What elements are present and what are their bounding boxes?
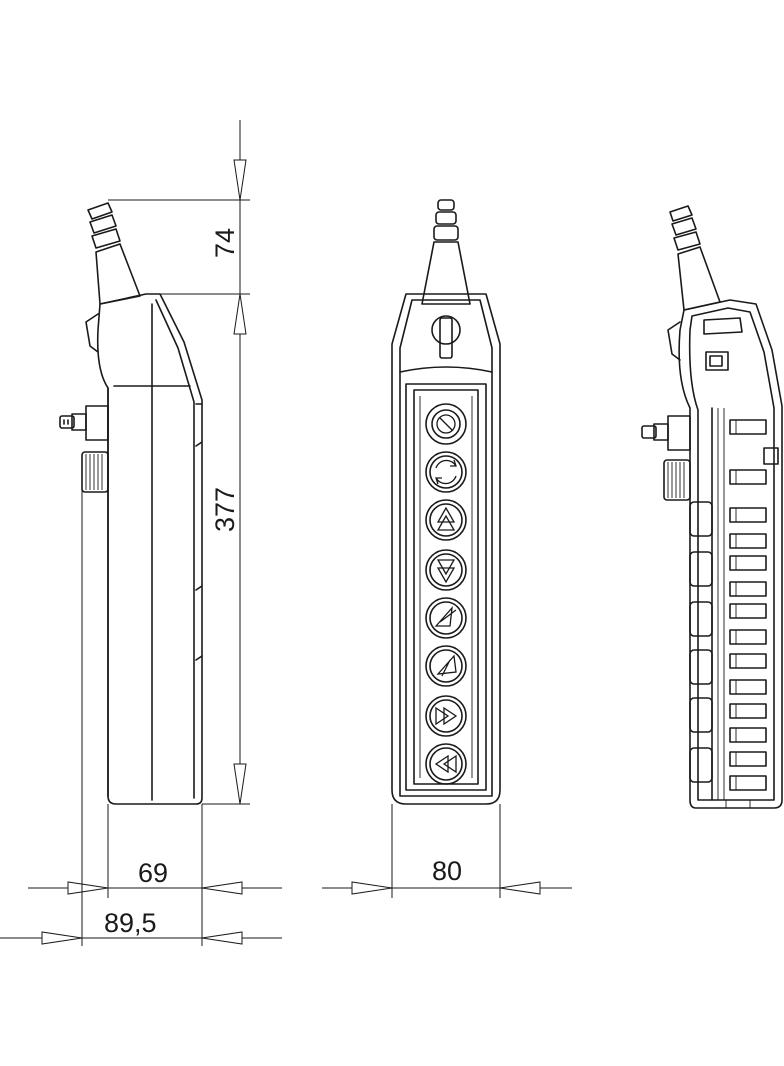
- front-key-icon: [431, 315, 461, 359]
- right-button[interactable]: [425, 645, 467, 687]
- front-body-outline: [391, 293, 501, 805]
- side-key-icon: [59, 405, 109, 441]
- front-cable-gland: [421, 199, 471, 305]
- dim-label-69: 69: [138, 858, 168, 888]
- up-button[interactable]: [425, 499, 467, 541]
- side-clip: [85, 313, 99, 353]
- dim-label-80: 80: [432, 856, 462, 886]
- emergency-stop-button[interactable]: [425, 403, 467, 445]
- fast-rewind-button[interactable]: [425, 743, 467, 785]
- section-body-outline: [678, 299, 783, 809]
- contact-blocks: [729, 419, 767, 791]
- section-view: [641, 205, 783, 809]
- dim-label-377: 377: [210, 487, 240, 532]
- section-key-icon: [641, 415, 691, 451]
- front-view: 80: [322, 199, 572, 898]
- fast-forward-icon: [435, 706, 458, 726]
- side-cable-gland: [87, 202, 141, 305]
- section-knob-icon: [663, 459, 691, 501]
- rotate-button[interactable]: [425, 451, 467, 493]
- down-button[interactable]: [425, 549, 467, 591]
- side-body-outline: [96, 293, 203, 805]
- button-stems: [689, 501, 713, 783]
- rotate-icon: [435, 459, 457, 485]
- fast-forward-button[interactable]: [425, 695, 467, 737]
- diagonal-arrow-icon-2: [436, 654, 457, 677]
- side-knob-icon: [81, 451, 109, 493]
- section-cable-gland: [669, 205, 721, 311]
- up-arrow-icon: [436, 506, 456, 531]
- dim-label-74: 74: [210, 228, 240, 258]
- diagonal-arrow-icon-1: [434, 606, 457, 627]
- side-view: 74 377 69 89,5: [0, 120, 282, 946]
- left-button[interactable]: [425, 597, 467, 639]
- fast-rewind-icon: [434, 754, 457, 774]
- dim-label-89-5: 89,5: [104, 908, 157, 938]
- down-arrow-icon: [436, 559, 456, 584]
